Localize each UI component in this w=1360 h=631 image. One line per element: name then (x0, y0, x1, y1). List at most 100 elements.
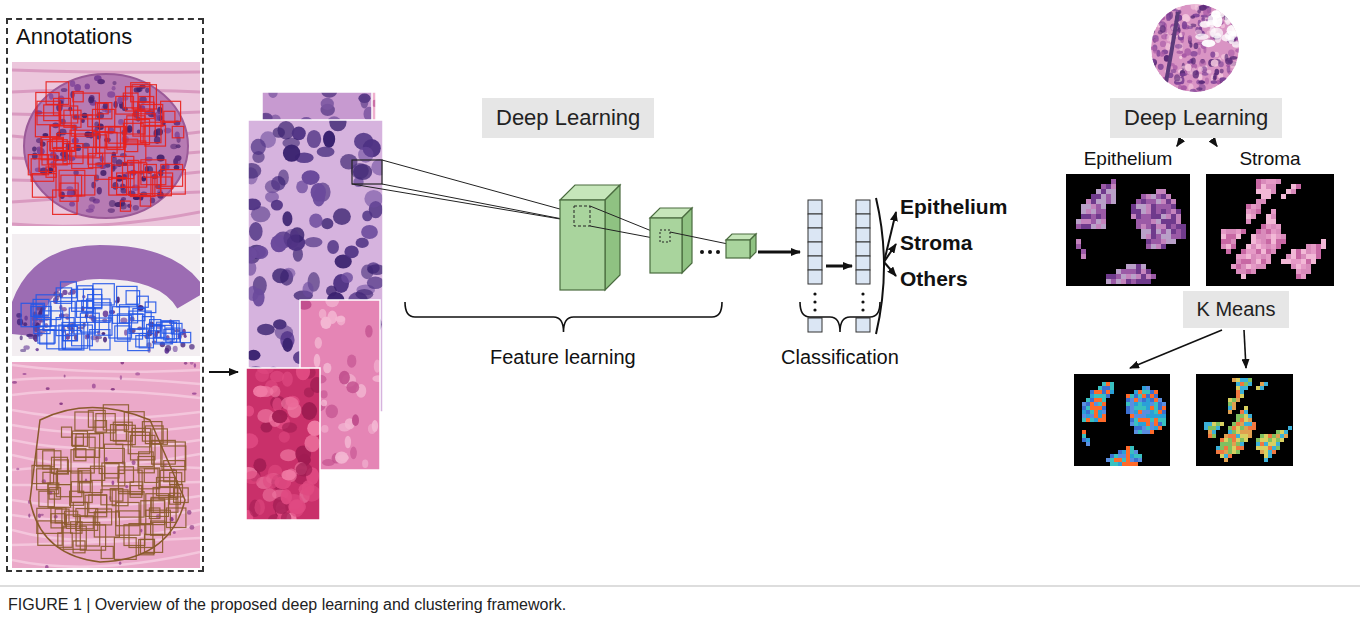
pixel (1122, 454, 1126, 458)
pixel (1142, 386, 1146, 390)
pixel (1082, 406, 1086, 410)
cell (91, 335, 98, 340)
pixel (1098, 414, 1102, 418)
pixel (1102, 390, 1106, 394)
cell (1234, 9, 1239, 15)
pixel (1136, 269, 1141, 274)
cell (1233, 80, 1237, 85)
cell (367, 264, 383, 275)
annotation-square (109, 177, 127, 195)
pixel (1121, 279, 1126, 284)
annotation-square (157, 173, 173, 189)
annotation-square (105, 126, 126, 147)
pixel (1291, 184, 1296, 189)
pixel (1276, 234, 1281, 239)
cell (24, 315, 28, 320)
pixel (1151, 234, 1156, 239)
pixel (1162, 414, 1166, 418)
region-outline (30, 408, 185, 563)
output-arrow (884, 244, 896, 262)
pixel (1224, 450, 1228, 454)
pixel (1116, 279, 1121, 284)
pixel (1146, 209, 1151, 214)
pixel (1136, 214, 1141, 219)
annotation-square (46, 167, 56, 177)
cell (45, 565, 49, 568)
cell (34, 338, 37, 342)
pixel (1106, 382, 1110, 386)
pixel (1158, 418, 1162, 422)
pixel (1240, 414, 1244, 418)
pixel (1131, 264, 1136, 269)
annotation-square (130, 314, 145, 329)
pixel (1236, 414, 1240, 418)
annotation-square (141, 105, 163, 127)
annotation-square (47, 142, 70, 165)
pixel (1136, 199, 1141, 204)
pixel (1256, 204, 1261, 209)
pixel (1096, 219, 1101, 224)
pixel (1236, 394, 1240, 398)
pixel (1306, 244, 1311, 249)
feature-map-cube (650, 208, 692, 273)
pixel (1126, 458, 1130, 462)
pixel (1130, 446, 1134, 450)
cell (189, 344, 195, 350)
pixel (1226, 249, 1231, 254)
pixel (1281, 259, 1286, 264)
pixel (1141, 274, 1146, 279)
cell (1220, 90, 1225, 94)
cell (353, 164, 372, 180)
class-label: Epithelium (900, 195, 1007, 219)
pixel (1102, 398, 1106, 402)
annotation-square (116, 503, 139, 526)
vector-cell (856, 200, 870, 214)
pixel (1266, 239, 1271, 244)
cell (1148, 75, 1152, 83)
cube-side (750, 234, 756, 258)
pixel (1216, 450, 1220, 454)
pixel (1224, 454, 1228, 458)
cell (347, 354, 356, 367)
cell (1161, 87, 1166, 94)
stroma-fibre (12, 552, 200, 567)
pixel (1090, 398, 1094, 402)
cell (335, 452, 348, 464)
cell (1151, 83, 1159, 91)
cell (268, 465, 283, 480)
annotation-square (36, 93, 59, 116)
annotation-square (51, 508, 66, 523)
cell (1198, 67, 1203, 72)
pixel (1260, 382, 1264, 386)
cell (112, 156, 117, 164)
pixel (1228, 438, 1232, 442)
pixel (1156, 244, 1161, 249)
pixel (1082, 418, 1086, 422)
pixel (1244, 410, 1248, 414)
cell (246, 433, 258, 448)
pixel (1251, 269, 1256, 274)
pixel (1156, 219, 1161, 224)
cell (1171, 69, 1177, 73)
pixel (1271, 214, 1276, 219)
cell (1228, 50, 1235, 57)
pixel (1142, 406, 1146, 410)
cell (1233, 22, 1237, 26)
cell (268, 92, 277, 98)
cell (1203, 10, 1209, 16)
pixel (1126, 269, 1131, 274)
cell (135, 372, 140, 375)
pixel (1272, 446, 1276, 450)
pixel (1246, 249, 1251, 254)
pixel (1296, 249, 1301, 254)
pixel (1266, 179, 1271, 184)
annotation-square (53, 190, 77, 214)
cell (1220, 69, 1224, 74)
pixel (1166, 199, 1171, 204)
pixel (1101, 219, 1106, 224)
pixel (1150, 426, 1154, 430)
cell (314, 354, 321, 368)
cell (121, 184, 126, 189)
vector-cell (856, 228, 870, 242)
pixel (1224, 434, 1228, 438)
